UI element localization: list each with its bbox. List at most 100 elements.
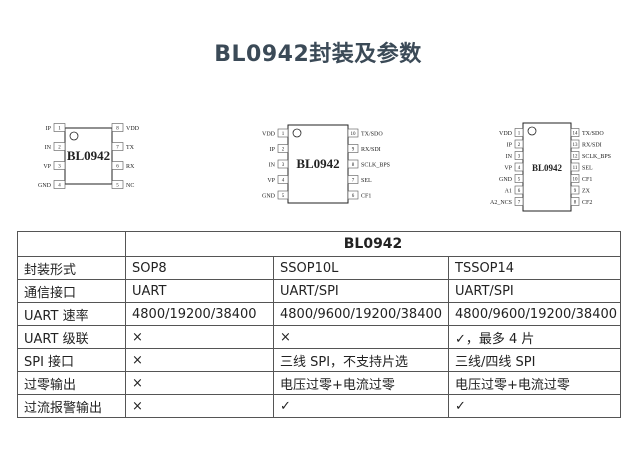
pin-name: SEL [361,178,372,184]
table-cell: 4800/9600/19200/38400 [447,302,622,326]
pin-box [570,174,580,183]
pin-name: CF1 [582,177,592,183]
row-label: 过零输出 [17,371,126,395]
pin-box [347,175,359,184]
pin-name: GND [499,177,513,183]
table-cell: × [125,348,274,372]
pin-box [514,185,524,195]
pin-number: 12 [573,155,579,160]
pin-number: 10 [351,132,357,137]
pin-name: TX/SDO [582,131,604,137]
pin-box [111,161,124,170]
pin-name: IP [270,147,276,153]
pin-number: 6 [116,165,119,170]
pin-box [570,162,580,172]
pin-name: A2_NCS [490,200,512,206]
pin-number: 1 [518,132,521,137]
pin-number: 5 [518,178,521,183]
pin-box [347,190,359,200]
pin-name: ZX [582,189,591,195]
pin-box [277,159,289,169]
pin-name: RX [126,164,135,170]
pin-number: 3 [282,163,285,168]
row-label: 过流报警输出 [17,394,126,418]
pin-number: 4 [58,184,61,189]
chip-body [287,124,349,204]
pin-name: GND [38,183,52,189]
table-cell: 4800/19200/38400 [125,302,274,326]
pin1-marker [69,131,79,141]
table-group-header: BL0942 [124,231,622,257]
table-row: 过零输出×电压过零+电流过零电压过零+电流过零 [17,371,622,395]
chip-label: BL0942 [67,148,110,163]
pin-number: 2 [518,143,521,148]
table-cell: SOP8 [125,256,274,280]
pin-number: 4 [518,166,521,171]
pin-number: 14 [573,132,579,137]
pin-number: 9 [574,189,577,194]
pin-name: TX [126,145,135,151]
chip-body [64,127,113,185]
table-cell: 4800/9600/19200/38400 [273,302,449,326]
pin-box [347,159,359,169]
pin-number: 6 [352,194,355,199]
pin-box [347,144,359,153]
row-label: 封装形式 [17,256,126,280]
pin-box [514,174,524,183]
pin-number: 7 [518,201,521,206]
pin-name: IN [269,163,276,169]
pin-name: NC [126,183,134,189]
table-cell: ✓ [273,394,449,418]
pin-name: SCLK_BPS [582,154,611,160]
pin-number: 1 [282,132,285,137]
pin-number: 2 [282,148,285,153]
pin-number: 4 [282,179,285,184]
pin-number: 9 [352,148,355,153]
row-label: 通信接口 [17,279,126,303]
pin-name: VDD [126,126,140,132]
pin-number: 11 [573,166,578,171]
table-cell: ✓ [447,394,622,418]
table-cell: × [125,371,274,395]
page-title: BL0942封装及参数 [214,42,422,67]
pin-number: 10 [573,178,579,183]
pin-name: IN [45,145,52,151]
pin-box [514,162,524,172]
pin-number: 8 [352,163,355,168]
pin-box [53,180,66,189]
pin-box [111,123,124,132]
pin-name: GND [262,194,276,200]
table-cell: SSOP10L [273,256,449,280]
pin1-marker [527,126,537,136]
pin-name: IP [46,126,52,132]
pin-box [277,144,289,153]
pin-name: VDD [262,132,276,138]
table-cell: × [125,325,274,349]
pin-box [53,142,66,151]
pin-name: SCLK_BPS [361,163,390,169]
pin-box [570,185,580,195]
pin-number: 8 [116,127,119,132]
table-cell: TSSOP14 [447,256,622,280]
pin-name: VP [504,166,512,172]
table-cell: × [125,394,274,418]
table-cell: 电压过零+电流过零 [273,371,449,395]
pin-name: CF1 [361,194,371,200]
pin-name: RX/SDI [582,143,602,149]
pin1-marker [292,128,302,138]
pin-name: A1 [505,189,512,195]
table-cell: 电压过零+电流过零 [447,371,622,395]
pin-number: 7 [116,146,119,151]
pin-box [514,197,524,206]
pin-box [53,161,66,170]
row-label: SPI 接口 [17,348,126,372]
table-cell: UART [125,279,274,303]
pin-box [347,128,359,138]
pin-number: 8 [574,201,577,206]
pin-box [111,180,124,189]
chip-body [522,122,572,212]
pin-box [277,175,289,184]
pin-number: 6 [518,189,521,194]
